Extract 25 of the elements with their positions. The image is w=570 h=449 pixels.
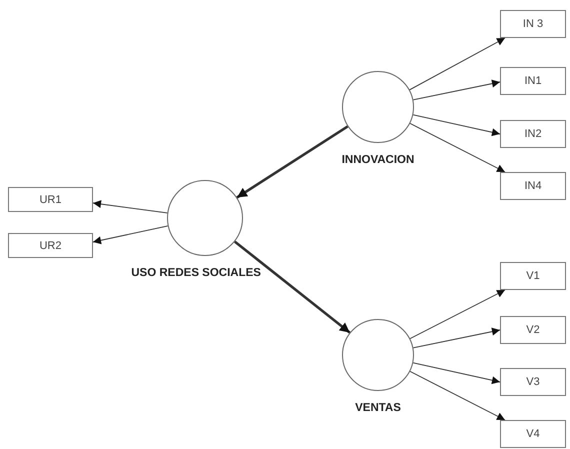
arrow [236, 125, 348, 199]
circle-label: VENTAS [355, 402, 401, 414]
indicator-box: V4 [500, 420, 566, 448]
indicator-box: V3 [500, 368, 566, 396]
circle-label: INNOVACION [342, 154, 414, 166]
arrow [410, 290, 506, 340]
indicator-box: IN2 [500, 120, 566, 148]
indicator-box: V2 [500, 316, 566, 344]
arrow [234, 240, 351, 334]
arrow [412, 114, 500, 136]
indicator-box: V1 [500, 262, 566, 290]
arrow [410, 122, 506, 172]
arrow [410, 370, 506, 420]
arrow [412, 80, 500, 100]
arrow [92, 226, 168, 244]
arrow [412, 362, 500, 384]
indicator-box: IN 3 [500, 10, 566, 38]
arrow [409, 38, 506, 90]
indicator-box: IN1 [500, 67, 566, 95]
indicator-box: UR2 [8, 233, 93, 258]
indicator-box: UR1 [8, 187, 93, 212]
arrow [92, 200, 168, 214]
arrow [412, 328, 500, 348]
circle-label: USO REDES SOCIALES [131, 267, 261, 279]
indicator-box: IN4 [500, 172, 566, 200]
